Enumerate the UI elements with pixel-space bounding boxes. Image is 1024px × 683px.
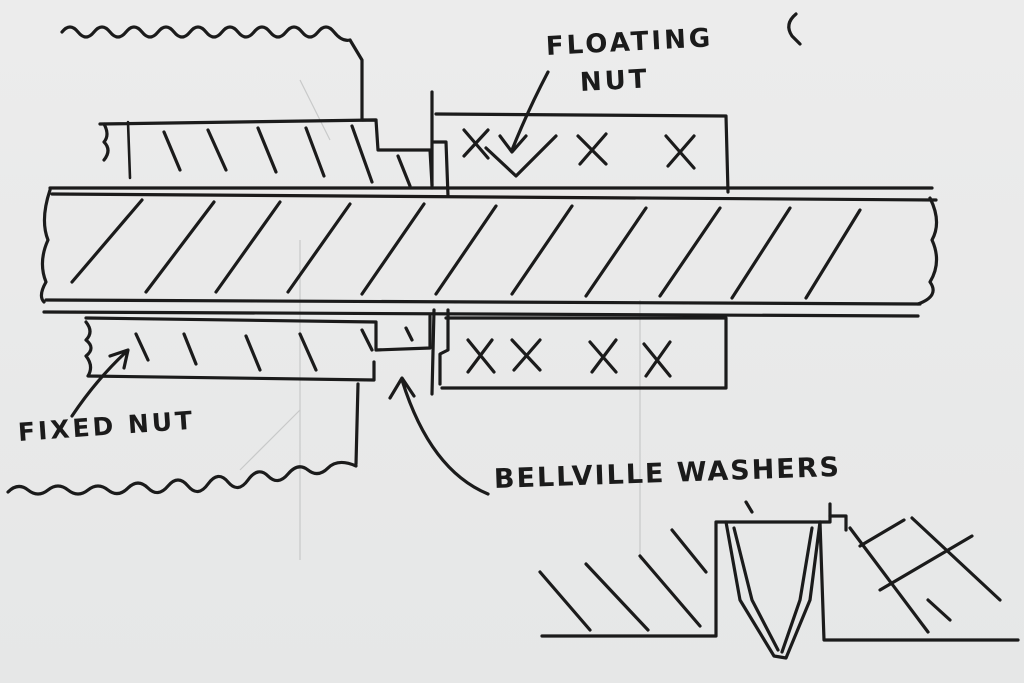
floating-nut-arrow xyxy=(498,70,550,154)
floating-nut-label-line2: NUT xyxy=(579,64,651,98)
corner-pen-mark xyxy=(787,12,802,46)
floating-nut-upper xyxy=(430,90,730,198)
lead-screw-shaft xyxy=(39,186,939,318)
housing-bottom-break-line xyxy=(6,460,358,496)
housing-top-break-line xyxy=(60,25,352,42)
fixed-nut-arrow xyxy=(70,348,130,418)
housing-lower-edge xyxy=(354,382,360,466)
paper-ghost-lines xyxy=(239,79,641,560)
fixed-nut-upper xyxy=(98,118,434,188)
washer-arrow xyxy=(388,376,490,496)
washer-detail xyxy=(538,500,1020,660)
floating-nut-lower xyxy=(430,308,728,396)
housing-top-right-edge xyxy=(348,38,378,122)
fixed-nut-lower xyxy=(84,314,432,382)
